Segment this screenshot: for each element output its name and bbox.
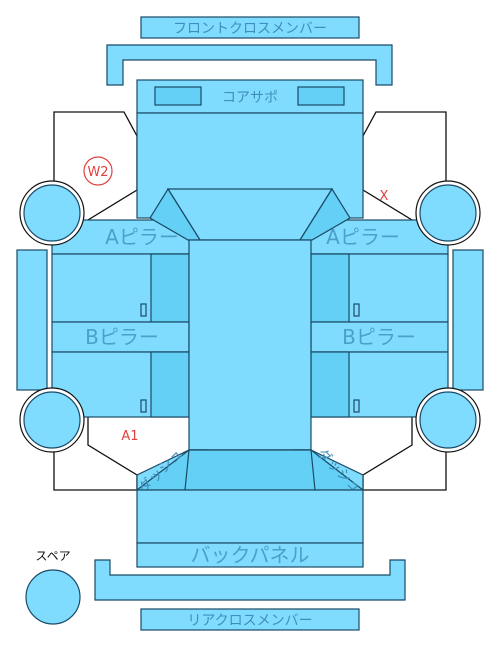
right-side-skirt[interactable] — [452, 249, 484, 391]
roof-panel[interactable] — [188, 239, 312, 451]
b-pillar-left-label: Bピラー — [85, 325, 159, 349]
back-panel-label: バックパネル — [191, 543, 310, 567]
right-a-pillar-trim[interactable] — [298, 187, 351, 241]
core-support-label: コアサポ — [222, 90, 278, 106]
spare-tire[interactable] — [25, 569, 81, 625]
rear-cross-member[interactable] — [140, 608, 360, 631]
front-cross-member[interactable] — [140, 16, 360, 39]
spare-label: スペア — [35, 549, 70, 563]
left-a-pillar-trim[interactable] — [149, 187, 202, 241]
rear-bumper-bracket[interactable] — [94, 559, 406, 601]
a1-mark: A1 — [121, 429, 138, 444]
rear-cross-member-label: リアクロスメンバー — [187, 613, 312, 629]
b-pillar-right-label: Bピラー — [342, 325, 416, 349]
wheel-front-right[interactable] — [419, 184, 477, 242]
core-support-left-slot[interactable] — [154, 86, 202, 106]
a-pillar-left-label: Aピラー — [105, 225, 179, 249]
back-panel-lower[interactable] — [136, 542, 364, 568]
back-panel[interactable] — [136, 489, 364, 544]
right-front-latch[interactable] — [353, 303, 360, 317]
w2-mark: W2 — [87, 165, 108, 180]
wheel-rear-left[interactable] — [23, 391, 81, 449]
wheel-front-left[interactable] — [23, 184, 81, 242]
front-cross-member-label: フロントクロスメンバー — [173, 21, 327, 37]
a-pillar-right-label: Aピラー — [326, 225, 400, 249]
core-support-right-slot[interactable] — [297, 86, 345, 106]
left-rear-door-inner[interactable] — [150, 351, 190, 418]
right-rear-latch[interactable] — [353, 399, 360, 413]
left-front-latch[interactable] — [140, 303, 147, 317]
left-front-door-inner[interactable] — [150, 253, 190, 323]
right-rear-door-inner[interactable] — [310, 351, 350, 418]
left-rear-latch[interactable] — [140, 399, 147, 413]
right-front-door-inner[interactable] — [310, 253, 350, 323]
wheel-rear-right[interactable] — [419, 391, 477, 449]
front-bumper-bracket[interactable] — [106, 44, 393, 86]
b-pillar-right[interactable] — [310, 321, 449, 353]
rear-window-frame[interactable] — [184, 449, 316, 491]
left-side-skirt[interactable] — [16, 249, 48, 391]
w2-mark-circle — [83, 156, 113, 186]
x-mark: X — [380, 189, 389, 204]
